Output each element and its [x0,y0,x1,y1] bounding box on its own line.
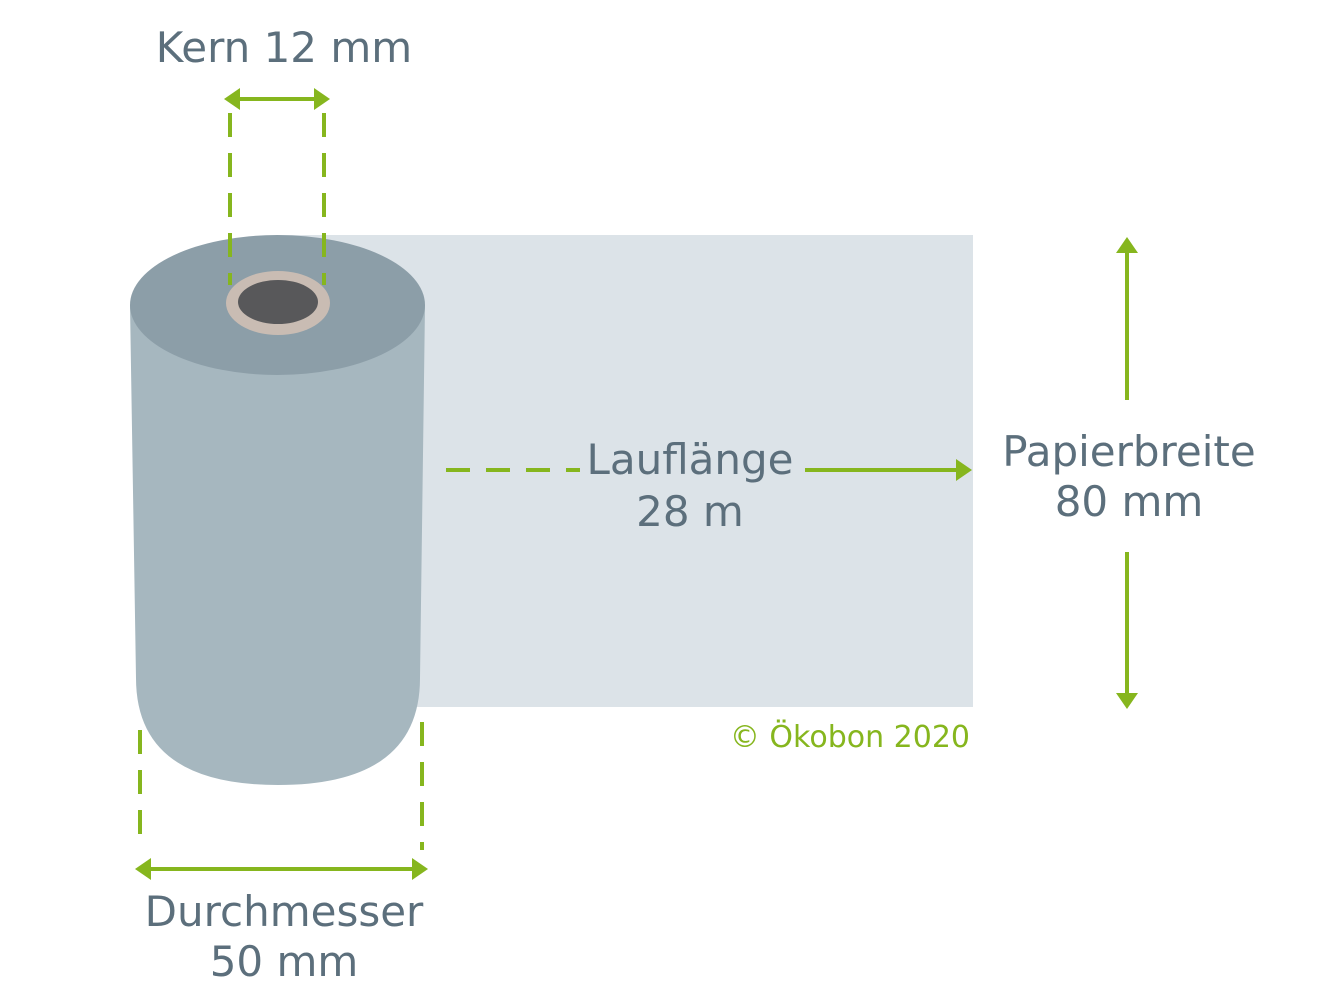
roll-body [130,305,425,785]
width-label: Papierbreite [1002,427,1255,476]
diameter-dimension [135,722,428,880]
width-value: 80 mm [1055,477,1204,526]
core-label: Kern 12 mm [156,23,412,72]
width-arrow [1116,237,1138,709]
length-label: Lauflänge [586,435,793,484]
diameter-value: 50 mm [210,937,359,986]
length-arrow [446,459,972,481]
diameter-label: Durchmesser [145,887,424,936]
copyright-note: © Ökobon 2020 [730,719,970,755]
core-hole [238,280,318,324]
core-dimension [224,88,330,285]
length-value: 28 m [636,487,744,536]
